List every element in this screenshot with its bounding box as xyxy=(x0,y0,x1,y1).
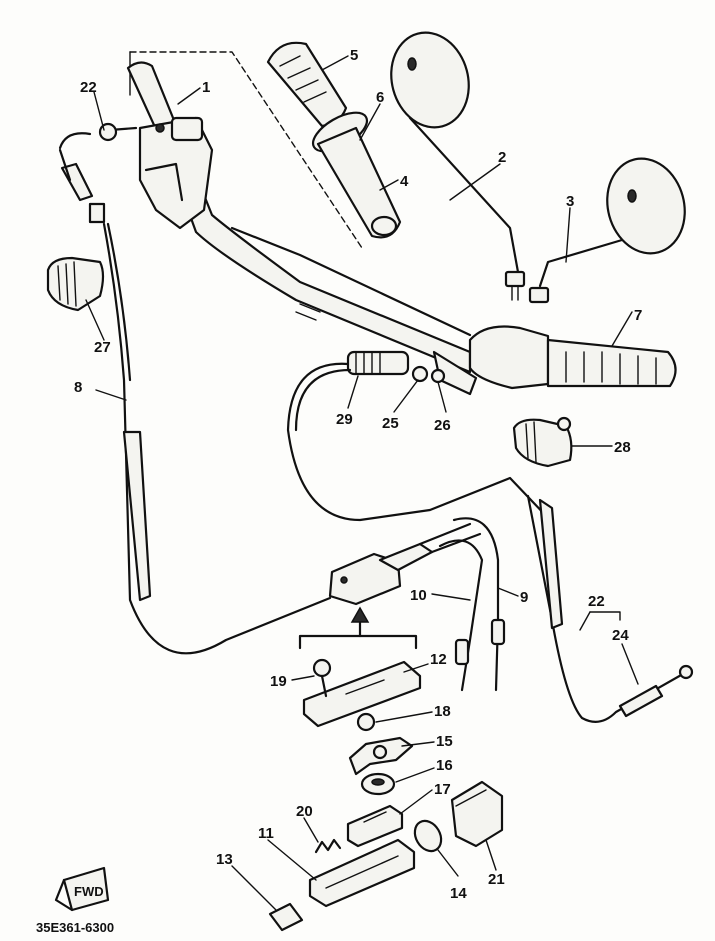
fwd-arrow-badge: FWD xyxy=(54,866,110,912)
lever-15 xyxy=(348,736,414,776)
cables-9-10 xyxy=(438,517,506,692)
switch-17 xyxy=(346,804,404,848)
callout-20: 20 xyxy=(296,803,313,820)
callout-12: 12 xyxy=(430,651,447,668)
cable-8 xyxy=(58,122,332,655)
left-mirror xyxy=(390,31,526,301)
callout-1: 1 xyxy=(202,79,210,96)
callout-13: 13 xyxy=(216,851,233,868)
callout-11: 11 xyxy=(258,825,274,842)
callout-22-top: 22 xyxy=(80,79,97,96)
cover-plate-12 xyxy=(302,660,422,728)
callout-19: 19 xyxy=(270,673,287,690)
callout-29: 29 xyxy=(336,411,353,428)
cable-loop xyxy=(286,362,552,522)
housing-11 xyxy=(308,838,416,908)
callout-24: 24 xyxy=(612,627,629,644)
callout-6: 6 xyxy=(376,89,384,106)
left-grip-assembly xyxy=(266,41,402,239)
bracket-12 xyxy=(298,606,418,650)
callout-22-right: 22 xyxy=(588,593,605,610)
throttle-grip xyxy=(432,325,677,396)
callout-26: 26 xyxy=(434,417,451,434)
handlebar xyxy=(126,61,472,374)
callout-15: 15 xyxy=(436,733,453,750)
fwd-label: FWD xyxy=(74,884,104,899)
switch-part-28 xyxy=(512,416,573,468)
right-mirror xyxy=(528,157,686,304)
callout-labels: 1 2 3 4 5 6 7 8 9 10 11 12 13 14 15 16 1… xyxy=(74,47,642,902)
nut-18 xyxy=(356,712,376,732)
callout-10: 10 xyxy=(410,587,427,604)
callout-17: 17 xyxy=(434,781,451,798)
callout-14: 14 xyxy=(450,885,467,902)
callout-16: 16 xyxy=(436,757,453,774)
callout-21: 21 xyxy=(488,871,505,888)
cap-14 xyxy=(413,819,443,853)
callout-8: 8 xyxy=(74,379,82,396)
washer-16 xyxy=(360,772,396,796)
callout-28: 28 xyxy=(614,439,631,456)
cable-junction xyxy=(328,522,482,606)
callout-4: 4 xyxy=(400,173,409,190)
callout-27: 27 xyxy=(94,339,111,356)
screw-19 xyxy=(312,658,332,698)
spring-20 xyxy=(314,838,342,854)
left-switch-housing xyxy=(138,116,214,230)
plug-13 xyxy=(268,902,304,932)
throttle-cable-ends xyxy=(346,350,446,384)
callout-18: 18 xyxy=(434,703,451,720)
callout-5: 5 xyxy=(350,47,358,64)
leader-lines xyxy=(85,55,639,911)
callout-3: 3 xyxy=(566,193,574,210)
switch-part-27 xyxy=(46,256,105,312)
cable-24 xyxy=(526,494,694,723)
callout-9: 9 xyxy=(520,589,528,606)
diagram-code: 35E361-6300 xyxy=(36,920,114,935)
callout-2: 2 xyxy=(498,149,506,166)
boot-21 xyxy=(450,780,504,848)
callout-25: 25 xyxy=(382,415,399,432)
callout-7: 7 xyxy=(634,307,642,324)
